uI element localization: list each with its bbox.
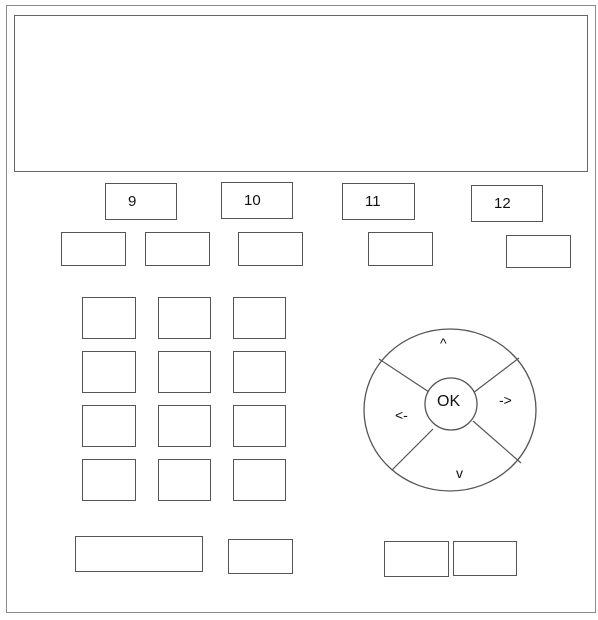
keypad-key-8[interactable] <box>158 405 211 447</box>
function-button-5[interactable] <box>506 235 571 268</box>
dpad-right-button[interactable]: -> <box>499 392 512 408</box>
function-button-1[interactable] <box>61 232 126 266</box>
channel-button-11[interactable]: 11 <box>342 183 415 220</box>
dpad-graphic <box>363 328 537 492</box>
channel-button-label: 12 <box>494 195 511 212</box>
function-button-3[interactable] <box>238 232 303 266</box>
dpad-up-button[interactable]: ^ <box>440 335 447 351</box>
bottom-button-left[interactable] <box>384 541 449 577</box>
keypad-key-7[interactable] <box>82 405 136 447</box>
bottom-button-right[interactable] <box>453 541 517 576</box>
channel-button-label: 10 <box>244 192 261 209</box>
function-button-4[interactable] <box>368 232 433 266</box>
dpad: ^ <- -> v OK <box>363 328 537 492</box>
channel-button-12[interactable]: 12 <box>471 185 543 222</box>
keypad-key-12[interactable] <box>233 459 286 501</box>
dpad-down-button[interactable]: v <box>456 465 463 481</box>
keypad-key-11[interactable] <box>158 459 211 501</box>
keypad-key-6[interactable] <box>233 351 286 393</box>
channel-button-9[interactable]: 9 <box>105 183 177 220</box>
keypad-key-3[interactable] <box>233 297 286 339</box>
keypad-key-5[interactable] <box>158 351 211 393</box>
channel-button-10[interactable]: 10 <box>221 182 293 219</box>
keypad-key-10[interactable] <box>82 459 136 501</box>
bottom-small-button[interactable] <box>228 539 293 574</box>
channel-button-label: 9 <box>128 193 137 210</box>
bottom-wide-button[interactable] <box>75 536 203 572</box>
channel-button-label: 11 <box>365 193 381 210</box>
keypad-key-4[interactable] <box>82 351 136 393</box>
keypad-key-1[interactable] <box>82 297 136 339</box>
display-screen <box>14 15 588 172</box>
dpad-left-button[interactable]: <- <box>395 407 408 423</box>
keypad-key-2[interactable] <box>158 297 211 339</box>
keypad-key-9[interactable] <box>233 405 286 447</box>
ok-button[interactable]: OK <box>437 393 461 410</box>
function-button-2[interactable] <box>145 232 210 266</box>
